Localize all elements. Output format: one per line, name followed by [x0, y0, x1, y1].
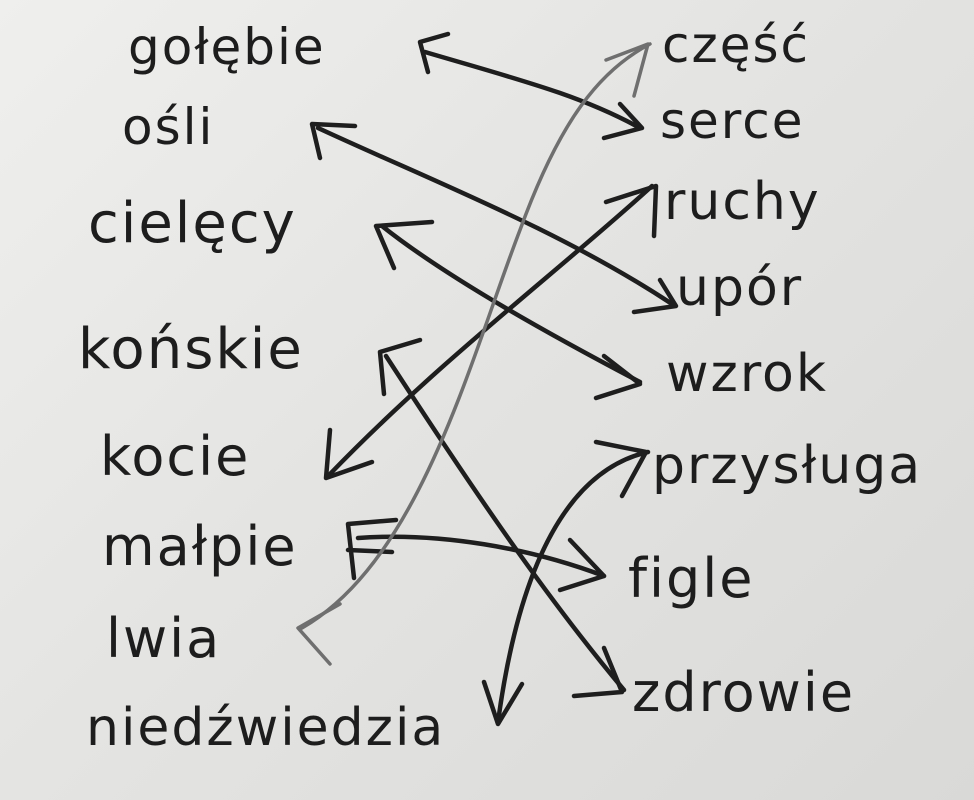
left-word-malpie: małpie [102, 515, 298, 578]
arrowhead-przysluga-end [593, 439, 649, 499]
arrowhead-osli-end [309, 121, 358, 161]
arrow-lwia-czesc [300, 42, 652, 630]
arrow-osli-upor [315, 125, 675, 307]
right-word-ruchy: ruchy [664, 172, 821, 232]
arrowhead-cielecy-end [373, 219, 435, 271]
left-word-konskie: końskie [78, 317, 304, 382]
right-word-czesc: część [662, 16, 811, 74]
left-word-kocie: kocie [100, 425, 251, 488]
arrow-ruchy-kocie [327, 183, 655, 477]
right-word-wzrok: wzrok [666, 344, 828, 404]
arrowhead-upor-end [631, 277, 679, 315]
arrowhead-wzrok-end [593, 353, 643, 401]
arrowhead-serce-end [601, 101, 645, 141]
left-word-cielecy: cielęcy [88, 191, 297, 256]
arrowhead-figle-end [557, 537, 607, 593]
arrowhead-ruchy-end [603, 183, 659, 239]
arrowhead-zdrowie-end [571, 645, 625, 699]
left-word-lwia: lwia [106, 607, 222, 670]
arrow-golebie-serce [422, 49, 643, 131]
right-word-upor: upór [676, 258, 804, 318]
left-word-osli: ośli [122, 98, 215, 156]
arrow-malpie-figle [355, 534, 607, 579]
arrowhead-kocie-end [323, 427, 375, 481]
arrowhead-lwia-end [296, 602, 342, 666]
arrow-konskie-zdrowie [383, 353, 627, 693]
left-word-golebie: gołębie [128, 18, 326, 76]
left-word-niedzwiedzia: niedźwiedzia [86, 698, 446, 758]
arrowhead-konskie-end [377, 337, 423, 397]
right-word-przysluga: przysługa [652, 436, 923, 496]
arrowhead-niedzwiedzia-end [481, 679, 525, 727]
arrowhead-czesc-end [604, 42, 650, 98]
arrow-przysluga-niedzwiedzia [495, 449, 651, 725]
right-word-zdrowie: zdrowie [632, 661, 856, 724]
arrowhead-golebie-end [417, 31, 451, 75]
right-word-figle: figle [628, 547, 755, 610]
arrowhead-malpie-end [345, 517, 399, 581]
right-word-serce: serce [660, 92, 805, 150]
